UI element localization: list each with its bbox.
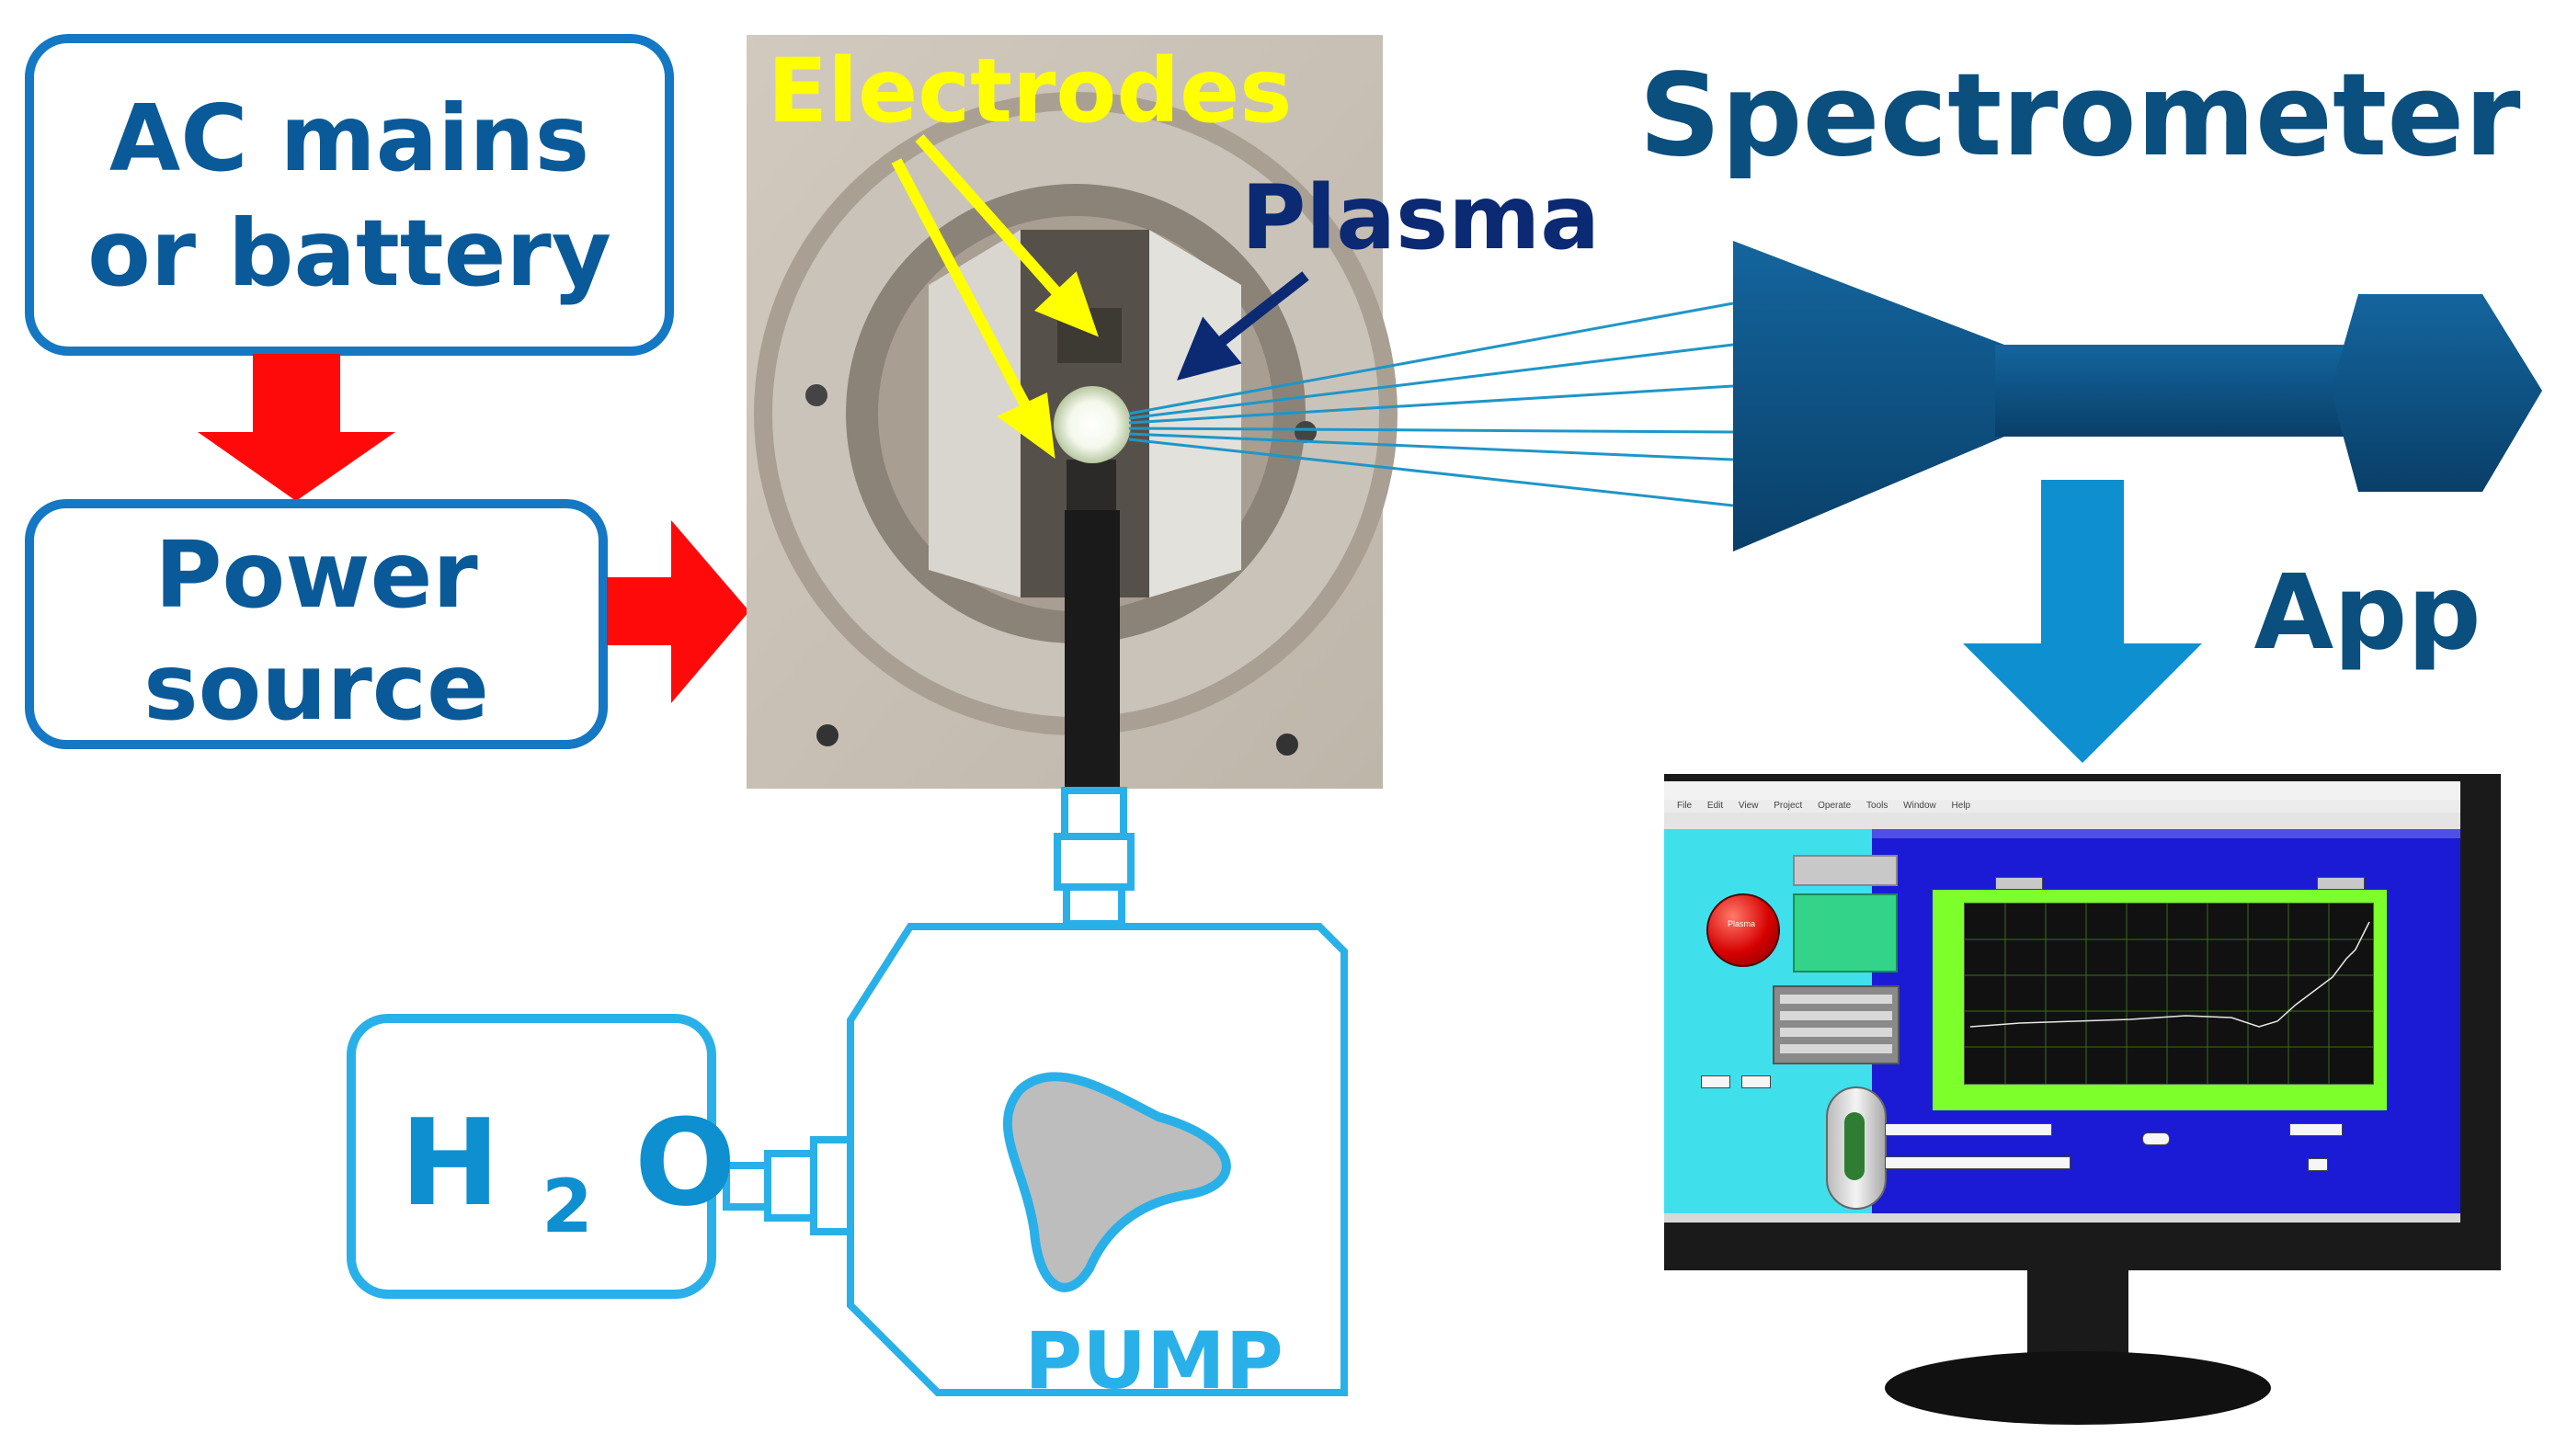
water-label-o: O	[634, 1093, 736, 1233]
menu-item[interactable]: Edit	[1706, 801, 1724, 811]
chart-control[interactable]	[2317, 877, 2365, 890]
window-title-bar	[1664, 781, 2460, 800]
directory-field[interactable]	[1885, 1123, 2052, 1136]
spectrum-line	[1969, 921, 2370, 1028]
stop-button[interactable]	[1793, 855, 1898, 886]
spectrometer-settings-panel	[1773, 985, 1900, 1064]
menu-item[interactable]: Help	[1951, 801, 1971, 811]
plasma-arrow	[1176, 271, 1309, 381]
settings-field[interactable]	[1780, 995, 1892, 1004]
option-field[interactable]	[2289, 1123, 2343, 1136]
ac-mains-label-line2: or battery	[87, 199, 611, 307]
power-source-label-line2: source	[143, 633, 489, 741]
menu-item[interactable]: Tools	[1866, 801, 1888, 811]
status-bar	[1664, 1213, 2460, 1223]
settings-field[interactable]	[1780, 1044, 1892, 1053]
plasma-indicator-light	[1706, 893, 1780, 967]
ac-mains-box: AC mains or battery	[25, 34, 674, 356]
water-label-sub: 2	[542, 1164, 593, 1249]
app-arrow	[1963, 480, 2202, 763]
plasma-indicator-label: Plasma	[1727, 919, 1755, 928]
spectrometer-label: Spectrometer	[1638, 50, 2520, 182]
water-label-h: H	[400, 1093, 500, 1233]
browse-button[interactable]	[2142, 1132, 2170, 1145]
electrodes-label: Electrodes	[768, 40, 1293, 142]
water-label: H 2 O	[400, 1093, 736, 1260]
red-arrow-right	[607, 520, 749, 703]
menu-item[interactable]: Project	[1774, 801, 1803, 811]
start-button[interactable]	[1793, 893, 1898, 973]
settings-field[interactable]	[1780, 1011, 1892, 1020]
ok-button[interactable]	[2308, 1158, 2328, 1171]
light-rays	[1128, 301, 1734, 507]
water-reservoir-box: H 2 O	[347, 1014, 736, 1299]
menu-item[interactable]: Operate	[1818, 801, 1852, 811]
app-label: App	[2253, 553, 2481, 673]
value-field[interactable]	[1701, 1075, 1730, 1088]
chart-control[interactable]	[1995, 877, 2043, 890]
power-source-label-line1: Power	[154, 521, 478, 629]
electrodes-arrows	[891, 134, 1099, 459]
pump-rotor-icon	[1002, 1072, 1231, 1292]
power-source-box: Power source	[25, 499, 608, 749]
spectrum-plot	[1965, 904, 2373, 1084]
red-arrow-down	[198, 354, 395, 501]
settings-field[interactable]	[1780, 1028, 1892, 1037]
ac-mains-label-line1: AC mains	[109, 85, 589, 192]
spectrometer-shape	[1733, 241, 2542, 552]
pump-label: PUMP	[1024, 1315, 1283, 1407]
file-path-field[interactable]	[1885, 1156, 2071, 1169]
value-field[interactable]	[1741, 1075, 1771, 1088]
plasma-label: Plasma	[1241, 166, 1600, 269]
spectrum-chart	[1964, 903, 2374, 1085]
enable-switch-indicator	[1844, 1112, 1865, 1180]
toolbar	[1664, 813, 2460, 829]
menu-item[interactable]: Window	[1903, 801, 1936, 811]
app-screen: File Edit View Project Operate Tools Win…	[1664, 781, 2460, 1223]
menu-item[interactable]: View	[1738, 801, 1759, 811]
tab-strip[interactable]	[1872, 829, 2460, 838]
menu-bar: File Edit View Project Operate Tools Win…	[1664, 800, 2460, 813]
menu-item[interactable]: File	[1677, 801, 1693, 811]
